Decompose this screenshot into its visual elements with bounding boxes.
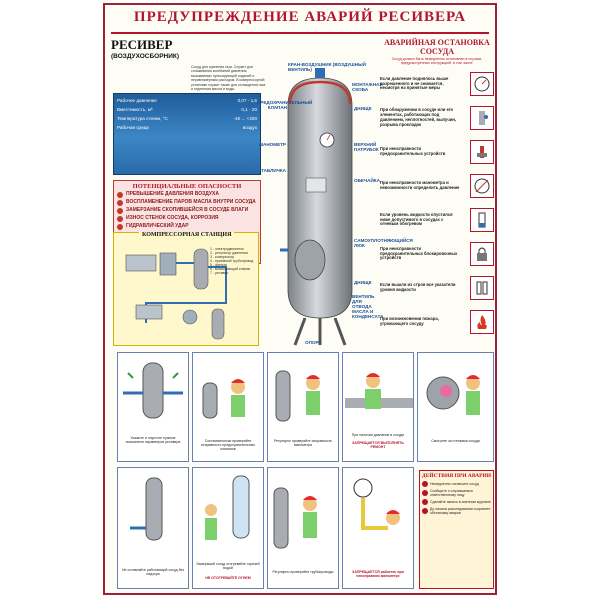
worker-icon	[353, 478, 400, 530]
receiver-tank-icon	[280, 68, 353, 346]
instruction-panel: Замерзший сосуд отогревайте горячей водо…	[192, 467, 264, 589]
broken-gauge-icon	[470, 174, 494, 198]
indicator-icon	[470, 276, 494, 300]
lock-icon	[470, 242, 494, 266]
action-item: Сообщите о случившемся ответственному ли…	[422, 489, 491, 497]
label-shell: ОБЕЧАЙКА	[354, 178, 380, 183]
receiver-title: РЕСИВЕР	[111, 37, 173, 52]
label-bottom-top: ДНИЩЕ	[354, 106, 372, 111]
worker-icon	[426, 375, 480, 415]
compressor-station: КОМПРЕССОРНАЯ СТАНЦИЯ 1 - электродвигате…	[113, 232, 259, 346]
label-support: ОПОРА	[305, 340, 322, 345]
hazard-item: ИЗНОС СТЕНОК СОСУДА, КОРРОЗИЯ	[117, 216, 257, 222]
param-row: Температура стенки, °С-40 ... +200	[117, 116, 257, 121]
worker-icon	[273, 487, 317, 549]
hazard-item: ПРЕВЫШЕНИЕ ДАВЛЕНИЯ ВОЗДУХА	[117, 192, 257, 198]
fire-icon	[470, 310, 494, 334]
instruction-panel: Укажите и опустите нужные показатели пар…	[117, 352, 189, 462]
receiver-subtitle: (ВОЗДУХОСБОРНИК)	[111, 53, 180, 60]
station-legend: 1 - электродвигатель 2 - регулятор давле…	[210, 247, 254, 275]
emergency-actions: ДЕЙСТВИЯ ПРИ АВАРИИ Немедленно отключите…	[419, 470, 494, 589]
label-plate: ТАБЛИЧКА	[261, 168, 286, 173]
step-marker-icon	[422, 508, 428, 514]
emergency-stop-section: АВАРИЙНАЯ ОСТАНОВКА СОСУДА Сосуд должен …	[380, 38, 494, 346]
stop-condition: При неисправности предохранительных устр…	[380, 140, 494, 164]
poster-title: ПРЕДУПРЕЖДЕНИЕ АВАРИЙ РЕСИВЕРА	[133, 9, 467, 25]
instruction-panel: Не оставляйте работающий сосуд без надзо…	[117, 467, 189, 589]
station-title: КОМПРЕССОРНАЯ СТАНЦИЯ	[139, 232, 235, 238]
worker-icon	[345, 373, 413, 409]
actions-title: ДЕЙСТВИЯ ПРИ АВАРИИ	[421, 473, 492, 479]
safety-poster: ПРЕДУПРЕЖДЕНИЕ АВАРИЙ РЕСИВЕРА РЕСИВЕР (…	[103, 3, 497, 595]
label-gauge: МАНОМЕТР	[259, 142, 286, 147]
label-mounting: МОНТАЖНАЯ СКОБА	[352, 82, 383, 92]
step-marker-icon	[422, 490, 428, 496]
warning-icon	[117, 224, 123, 230]
warning-icon	[117, 200, 123, 206]
stop-condition: Если вышли из строя все указатели уровня…	[380, 276, 494, 300]
instruction-panel: Систематически проверяйте исправность пр…	[192, 352, 264, 462]
stop-condition: При неисправности манометра и невозможно…	[380, 174, 494, 198]
stop-condition: Если уровень жидкости опустился ниже доп…	[380, 208, 494, 232]
station-diagram	[125, 248, 227, 340]
step-marker-icon	[422, 481, 428, 487]
tank-icon	[130, 477, 163, 541]
worker-icon	[202, 379, 245, 419]
hazard-item: ГИДРАВЛИЧЕСКИЙ УДАР	[117, 224, 257, 230]
step-marker-icon	[422, 499, 428, 505]
valve-icon	[470, 140, 494, 164]
action-item: Сделайте запись в сменном журнале	[422, 499, 491, 505]
level-icon	[470, 208, 494, 232]
stop-condition: При обнаружении в сосуде или его элемент…	[380, 106, 494, 130]
warning-icon	[117, 208, 123, 214]
instruction-panel: Регулярно проверяйте трубопроводы	[267, 467, 339, 589]
receiver-tank-diagram: КРАН-ВОЗДУШНИК (ВОЗДУШНЫЙ ВЕНТИЛЬ) МОНТА…	[257, 60, 413, 350]
stop-condition: Если давление поднялось выше разрешенног…	[380, 72, 494, 96]
instruction-panel: ЗАПРЕЩАЕТСЯ работать при неисправном ман…	[342, 467, 414, 589]
worker-icon	[275, 370, 320, 422]
stop-title: АВАРИЙНАЯ ОСТАНОВКА СОСУДА	[384, 38, 490, 56]
label-bottom-lower: ДНИЩЕ	[354, 280, 372, 285]
warning-icon	[117, 216, 123, 222]
label-inlet: ВЕРХНИЙ ПАТРУБОК	[354, 142, 379, 152]
receiver-info: РЕСИВЕР (ВОЗДУХОСБОРНИК) Сосуд для хране…	[111, 37, 265, 264]
label-hatch: САМОУПЛОТНЯЮЩИЙСЯ ЛЮК	[354, 238, 413, 248]
label-safety-valve: ПРЕДОХРАНИТЕЛЬНЫЙ КЛАПАН	[257, 100, 313, 110]
instruction-panel: Смотрите за стенками сосуда	[417, 352, 494, 462]
action-item: До начала расследования сохраните обстан…	[422, 507, 491, 515]
hazards-title: ПОТЕНЦИАЛЬНЫЕ ОПАСНОСТИ	[132, 183, 242, 190]
instruction-panel: При наличии давления в сосуде ЗАПРЕЩАЕТС…	[342, 352, 414, 462]
stop-condition: При возникновении пожара, угрожающего со…	[380, 310, 494, 334]
stop-condition: При неисправности предохранительных блок…	[380, 242, 494, 266]
title-divider	[111, 32, 489, 34]
instruction-panel: Регулярно проверяйте исправность маномет…	[267, 352, 339, 462]
tank-icon	[123, 362, 183, 419]
hazard-item: ЗАМЕРЗАНИЕ СКОПИВШЕЙСЯ В СОСУДЕ ВЛАГИ	[117, 208, 257, 214]
gauge-icon	[470, 72, 494, 96]
hazard-item: ВОСПЛАМЕНЕНИЕ ПАРОВ МАСЛА ВНУТРИ СОСУДА	[117, 200, 257, 206]
receiver-intro: Сосуд для хранения газа. Служит для сгла…	[191, 65, 266, 92]
label-crane: КРАН-ВОЗДУШНИК (ВОЗДУШНЫЙ ВЕНТИЛЬ)	[288, 62, 366, 72]
leak-icon	[470, 106, 494, 130]
worker-icon	[205, 475, 250, 540]
label-drain: ВЕНТИЛЬ ДЛЯ ОТВОДА МАСЛА И КОНДЕНСАТА	[352, 294, 384, 319]
stop-subtitle: Сосуд должен быть немедленно остановлен …	[391, 57, 483, 65]
warning-icon	[117, 192, 123, 198]
action-item: Немедленно отключите сосуд	[422, 481, 491, 487]
